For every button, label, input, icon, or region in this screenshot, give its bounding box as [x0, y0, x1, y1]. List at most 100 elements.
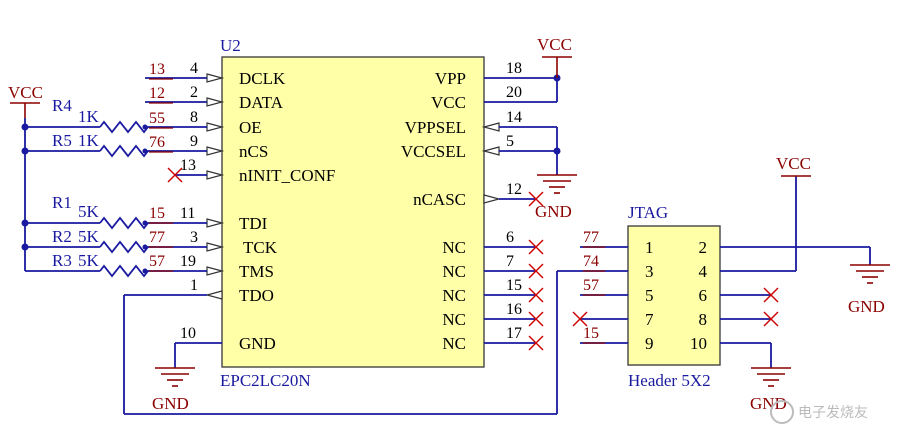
u2-pin-name-oe: OE [239, 118, 262, 137]
vcc-symbol-u2: VCC [537, 35, 572, 78]
u2-left-pin-wires [124, 77, 222, 344]
u2-pin-num-5: 5 [506, 133, 514, 150]
vcc-label-u2: VCC [537, 35, 572, 54]
u2-input-arrow [481, 122, 500, 132]
u2-right-pin-wires [484, 74, 561, 344]
u2-pin-name-nc-6: NC [442, 238, 466, 257]
gnd-label-jtag-10: GND [750, 394, 787, 413]
net-label-76: 76 [149, 134, 165, 151]
net-label-77: 77 [149, 229, 165, 246]
u2-pin-name-dclk: DCLK [239, 69, 286, 88]
jtag-pin-4: 4 [699, 262, 708, 281]
u2-pin-num-19: 19 [180, 253, 196, 270]
resistor-r1-ref: R1 [52, 193, 72, 212]
u2-pin-name-ninit-conf: nINIT_CONF [239, 166, 335, 185]
gnd-label-sel: GND [535, 202, 572, 221]
gnd-symbol-sel: GND [535, 174, 577, 221]
u2-pin-name-nc-16: NC [442, 310, 466, 329]
resistor-r5-ref: R5 [52, 131, 72, 150]
u2-pin-name-ncasc: nCASC [413, 190, 466, 209]
jtag-net-74: 74 [583, 253, 599, 270]
u2-pin-num-9: 9 [190, 133, 198, 150]
u2-pin-name-tdi: TDI [239, 214, 268, 233]
tdo-return-wire [123, 271, 558, 415]
u2-pin-name-vcc: VCC [431, 93, 466, 112]
resistor-r1 [99, 216, 149, 230]
u2-pin-num-10: 10 [180, 325, 196, 342]
u2-pin-num-14: 14 [506, 109, 522, 126]
jtag-pin-3: 3 [645, 262, 654, 281]
resistor-r5-value: 1K [78, 131, 100, 150]
u2-part-label: EPC2LC20N [220, 371, 311, 390]
u2-pin-num-20: 20 [506, 84, 522, 101]
u2-input-arrow [206, 266, 225, 276]
resistor-r1-value: 5K [78, 202, 100, 221]
u2-input-arrow [206, 97, 225, 107]
net-label-15: 15 [149, 205, 165, 222]
resistor-r2 [99, 240, 149, 254]
gnd-symbol-u2: GND [152, 343, 195, 413]
u2-input-arrow [206, 73, 225, 83]
u2-pin-num-17: 17 [506, 325, 522, 342]
resistor-r2-value: 5K [78, 227, 100, 246]
no-connect-marker [167, 167, 183, 183]
resistor-r3-value: 5K [78, 251, 100, 270]
u2-pin-num-7: 7 [506, 253, 514, 270]
net-label-13: 13 [149, 61, 165, 78]
no-connect-markers-right [528, 191, 544, 351]
u2-input-arrow [206, 146, 225, 156]
watermark: 电子发烧友 [770, 400, 868, 424]
jtag-net-77: 77 [583, 229, 599, 246]
jtag-pin-8: 8 [699, 310, 708, 329]
jtag-net-15: 15 [583, 325, 599, 342]
resistor-r4-ref: R4 [52, 96, 72, 115]
u2-pin-name-gnd: GND [239, 334, 276, 353]
net-label-55: 55 [149, 110, 165, 127]
jtag-pin-5: 5 [645, 286, 654, 305]
u2-input-arrow [206, 170, 225, 180]
resistor-r4 [99, 120, 149, 134]
resistor-r3-ref: R3 [52, 251, 72, 270]
vcc-label-jtag: VCC [776, 154, 811, 173]
jtag-pin-6: 6 [699, 286, 708, 305]
u2-pin-name-tdo: TDO [239, 286, 274, 305]
u2-chip: U2 EPC2LC20N DCLK DATA OE nCS nINIT_CONF… [204, 36, 502, 390]
jtag-header: JTAG Header 5X2 1 3 5 7 9 2 4 6 8 10 77 … [557, 176, 871, 390]
u2-pin-num-4: 4 [190, 60, 198, 77]
u2-pin-num-8: 8 [190, 109, 198, 126]
u2-body [221, 56, 485, 368]
u2-pin-num-6: 6 [506, 229, 514, 246]
u2-pin-num-1: 1 [190, 277, 198, 294]
u2-pin-name-vppsel: VPPSEL [405, 118, 466, 137]
gnd-label-u2: GND [152, 394, 189, 413]
vcc-label-left: VCC [8, 83, 43, 102]
jtag-pin-9: 9 [645, 334, 654, 353]
vcc-symbol-jtag: VCC [776, 154, 811, 177]
net-label-57: 57 [149, 253, 165, 270]
u2-input-arrow [481, 146, 500, 156]
u2-output-arrow [483, 194, 502, 204]
u2-output-arrow [204, 290, 223, 300]
gnd-symbol-jtag-2: GND [848, 264, 890, 316]
u2-pin-name-tck: TCK [243, 238, 278, 257]
u2-pin-num-16: 16 [506, 301, 522, 318]
jtag-net-57: 57 [583, 277, 599, 294]
u2-pin-name-tms: TMS [239, 262, 274, 281]
u2-pin-name-ncs: nCS [239, 142, 268, 161]
u2-ref-label: U2 [220, 36, 241, 55]
u2-pin-name-nc-15: NC [442, 286, 466, 305]
gnd-label-jtag-2: GND [848, 297, 885, 316]
resistor-r3 [99, 264, 149, 278]
jtag-pin-2: 2 [699, 238, 708, 257]
u2-pin-name-vpp: VPP [435, 69, 466, 88]
u2-pin-num-2: 2 [190, 84, 198, 101]
u2-input-arrow [206, 122, 225, 132]
jtag-ref-label: JTAG [628, 203, 668, 222]
u2-pin-num-13: 13 [180, 157, 196, 174]
jtag-pin-1: 1 [645, 238, 654, 257]
u2-pin-name-data: DATA [239, 93, 284, 112]
resistor-r5 [99, 144, 149, 158]
watermark-text: 电子发烧友 [798, 405, 868, 421]
u2-pin-name-vccsel: VCCSEL [401, 142, 466, 161]
